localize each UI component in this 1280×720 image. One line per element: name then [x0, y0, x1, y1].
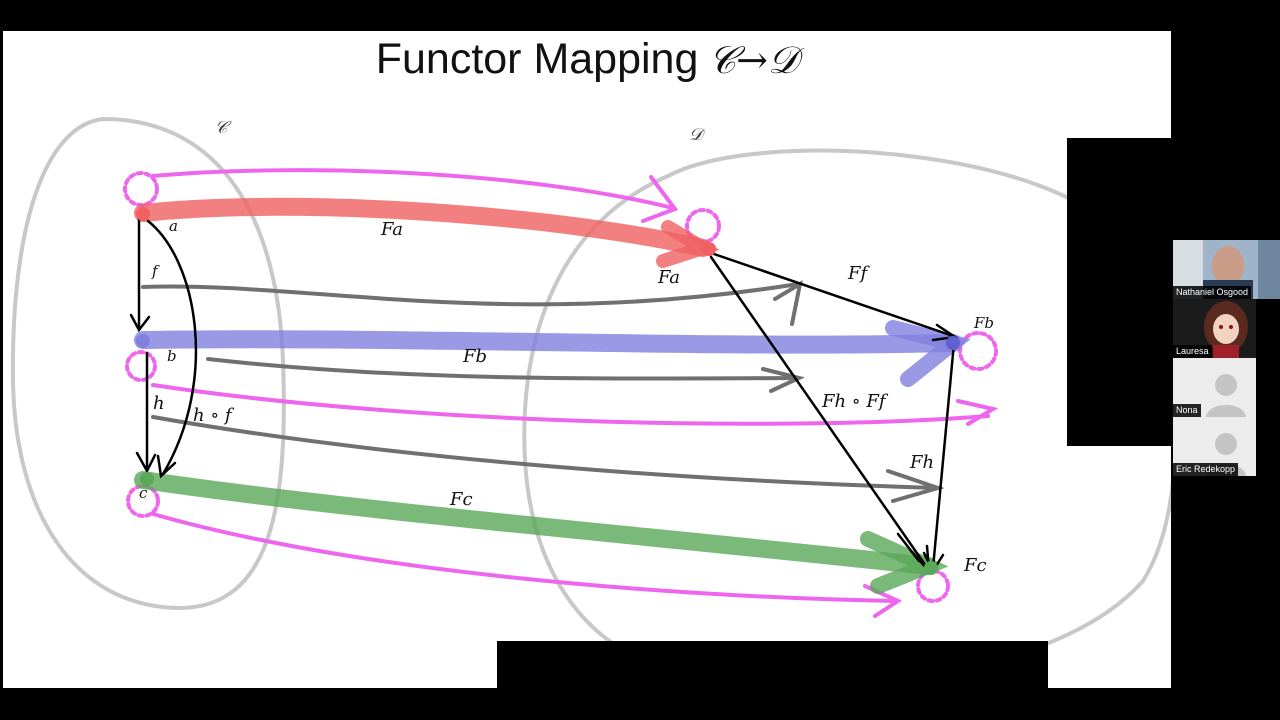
object-b-label: b: [167, 347, 177, 365]
fc-arrow-label: Fc: [449, 489, 473, 510]
fa-arrow-label: Fa: [380, 219, 403, 240]
avatar-icon: [1173, 299, 1256, 358]
morphism-mapping-arrows: [141, 279, 945, 503]
identity-arrows: [123, 168, 999, 618]
slide-title-symbols: 𝒞→𝒟: [708, 38, 799, 82]
participant-name: Nathaniel Osgood: [1173, 286, 1252, 299]
fc-arrow: [134, 471, 937, 575]
fb-arrow: [134, 330, 962, 354]
object-c-label: c: [139, 484, 148, 502]
fh-comp-label: Fh ∘ Ff: [821, 391, 889, 412]
fb-object-label: Fb: [973, 314, 994, 332]
fh-label: Fh: [909, 452, 934, 473]
object-dots: [136, 207, 960, 575]
fa-object-label: Fa: [657, 267, 680, 288]
category-d-morphisms: [709, 251, 959, 575]
occluding-black-panel: [1067, 138, 1171, 446]
object-a-label: a: [169, 217, 178, 235]
fa-arrow: [134, 197, 712, 257]
participant-name: Lauresa: [1173, 345, 1212, 358]
presentation-slide: 𝒞 𝒟 a b c f h h ∘ f Fa Fb Fc Fa Fb Fc Ff…: [3, 31, 1171, 688]
fb-arrow-label: Fb: [462, 346, 487, 367]
fc-object-label: Fc: [963, 555, 987, 576]
default-person-icon: [1173, 358, 1256, 417]
functor-diagram: 𝒞 𝒟 a b c f h h ∘ f Fa Fb Fc Fa Fb Fc Ff…: [10, 116, 1171, 686]
participant-tile[interactable]: Eric Redekopp: [1173, 417, 1256, 476]
participant-name: Eric Redekopp: [1173, 463, 1239, 476]
morphism-h-label: h: [153, 393, 165, 414]
occluding-black-bar: [497, 641, 1048, 688]
category-c-label: 𝒞: [215, 118, 232, 138]
participant-tile[interactable]: Lauresa: [1173, 299, 1256, 358]
category-d-label: 𝒟: [689, 125, 706, 145]
slide-title-text: Functor Mapping: [375, 35, 699, 83]
participant-name: Nona: [1173, 404, 1201, 417]
composite-label: h ∘ f: [193, 405, 235, 426]
participants-panel: Nathaniel Osgood Lauresa Nona Eric Redek…: [1172, 240, 1280, 476]
category-c-morphisms: [129, 215, 198, 479]
morphism-f-label: f: [151, 262, 160, 280]
participant-tile[interactable]: Nona: [1173, 358, 1256, 417]
category-c-ellipse: [10, 116, 286, 611]
participant-tile[interactable]: Nathaniel Osgood: [1173, 240, 1280, 299]
ff-label: Ff: [847, 263, 870, 284]
